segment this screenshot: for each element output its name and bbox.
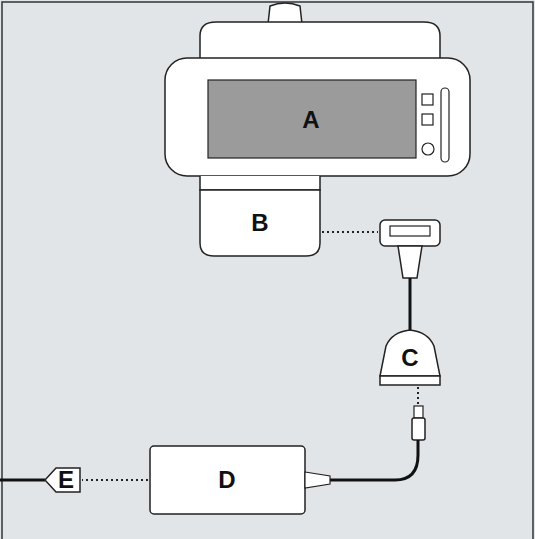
side-bar	[441, 88, 449, 162]
base-unit	[200, 190, 320, 256]
mains-plug	[45, 468, 80, 492]
adapter	[380, 330, 440, 376]
plug-body	[412, 418, 425, 440]
display-housing	[165, 58, 470, 176]
dotted-link	[417, 387, 419, 404]
mains-cable	[0, 479, 45, 482]
dotted-link	[82, 479, 148, 481]
top-tab	[268, 3, 302, 24]
adapter-base	[380, 376, 440, 385]
part-letter: A	[302, 108, 319, 132]
display-screen	[208, 80, 416, 158]
button	[422, 114, 433, 125]
dotted-link	[322, 231, 378, 233]
connector	[380, 220, 440, 246]
strain-relief	[305, 472, 330, 488]
connector-slot	[390, 226, 430, 236]
connector-boot	[398, 246, 422, 278]
cable	[330, 440, 418, 480]
neck	[200, 176, 320, 190]
part-letter: B	[251, 211, 268, 235]
button	[422, 94, 433, 105]
part-letter: E	[58, 468, 74, 492]
housing-top	[200, 22, 440, 62]
cable	[409, 278, 412, 332]
part-letter: D	[218, 468, 235, 492]
plug-tip	[414, 406, 423, 418]
part-letter: C	[401, 346, 418, 370]
power-supply	[150, 446, 305, 514]
round-button	[422, 143, 434, 155]
